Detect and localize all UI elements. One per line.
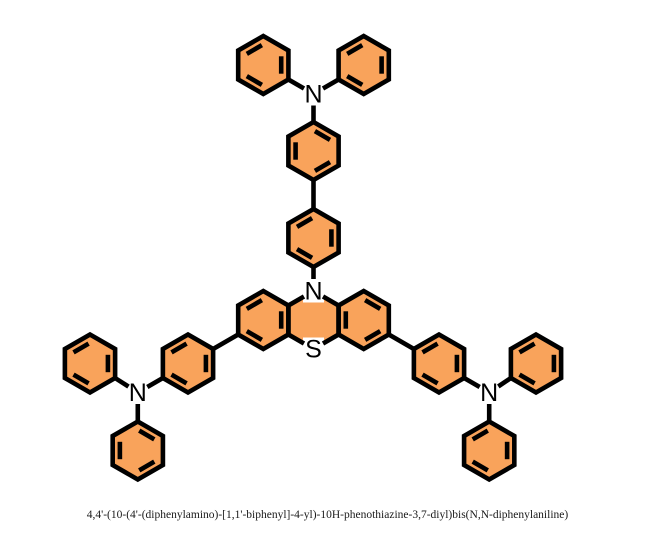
top-amine-nitrogen-label: N (304, 81, 322, 109)
right-upper-phenyl-double-bond (518, 341, 536, 355)
right-phenylene-double-bond (421, 341, 439, 355)
phenothiazine-left-benzo-double-bond (245, 298, 264, 311)
left-upper-phenyl-double-bond (72, 372, 90, 386)
biphenyl-upper-ring-double-bond (313, 129, 332, 142)
right-lower-phenyl-double-bond (471, 459, 489, 473)
atom-label-backgrounds (127, 82, 500, 404)
atom-label-bg (478, 381, 500, 404)
phenothiazine-middle-ring-edge (287, 332, 306, 346)
left-phenylene-double-bond (170, 372, 188, 386)
left-lower-phenyl-double-bond (138, 428, 156, 442)
top-left-phenyl-outline (235, 33, 291, 97)
top-right-phenyl-outline (336, 33, 392, 97)
top-right-phenyl-double-bond (346, 43, 364, 56)
right-upper-phenyl-double-bond (518, 372, 536, 386)
phenothiazine-middle-ring-edge (287, 294, 306, 308)
double-bond-lines (72, 43, 557, 473)
right-upper-phenyl-outline (508, 331, 564, 396)
right-lower-phenyl-double-bond (471, 428, 489, 442)
ring-outlines (62, 33, 564, 483)
bonds (113, 77, 513, 422)
left-lower-phenyl-double-bond (138, 459, 156, 473)
top-right-phenyl-double-bond (346, 74, 364, 87)
phenothiazine-right-benzo-outline (336, 288, 392, 352)
bond (387, 332, 416, 351)
left-upper-phenyl-outline (62, 331, 118, 396)
biphenyl-lower-ring-double-bond (295, 247, 314, 260)
phenothiazine-middle-ring-fill (288, 291, 339, 349)
left-phenylene-double-bond (170, 341, 188, 355)
biphenyl-lower-ring-double-bond (295, 216, 314, 229)
right-lower-phenyl-outline (461, 418, 517, 483)
bond (321, 77, 340, 91)
atom-label-bg (127, 381, 149, 404)
phenothiazine-middle-ring-edge (321, 332, 340, 346)
right-phenylene-double-bond (421, 372, 439, 386)
atom-label-bg (303, 279, 324, 303)
left-amine-nitrogen-label: N (129, 379, 147, 407)
phenothiazine-sulfur-label: S (305, 336, 322, 364)
phenothiazine-right-benzo-double-bond (363, 298, 382, 311)
top-left-phenyl-double-bond (245, 74, 264, 87)
phenothiazine-middle-ring-edge (321, 294, 340, 308)
molecule-caption: 4,4'-(10-(4'-(diphenylamino)-[1,1'-biphe… (86, 509, 569, 521)
left-upper-phenyl-double-bond (72, 341, 90, 355)
bond (462, 376, 481, 389)
atom-labels: N N S N N (129, 81, 498, 408)
bond (287, 77, 306, 91)
atom-label-bg (303, 82, 324, 106)
atom-label-bg (303, 337, 324, 361)
left-lower-phenyl-outline (110, 418, 166, 483)
phenothiazine-nitrogen-label: N (304, 278, 322, 306)
top-left-phenyl-double-bond (245, 43, 264, 56)
bond (211, 332, 240, 351)
biphenyl-upper-ring-double-bond (313, 160, 332, 173)
bond (497, 376, 513, 389)
phenothiazine-right-benzo-double-bond (363, 329, 382, 342)
bond (113, 376, 130, 389)
bond (146, 376, 165, 389)
right-amine-nitrogen-label: N (480, 379, 498, 407)
phenothiazine-left-benzo-double-bond (245, 329, 264, 342)
